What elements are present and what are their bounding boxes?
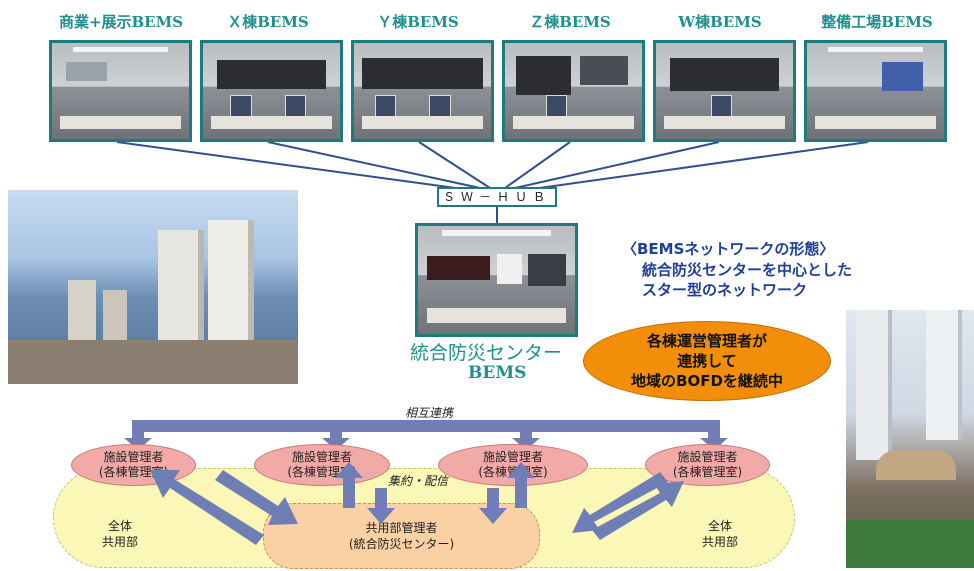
bems-label-x: Ｘ棟BEMS	[227, 13, 309, 31]
center-label-bems: BEMS	[468, 363, 527, 383]
common-area-left-line2: 共用部	[101, 535, 138, 549]
bems-label-z: Ｚ棟BEMS	[529, 13, 611, 31]
bems-label-y: Ｙ棟BEMS	[377, 13, 459, 31]
common-area-right: 全体 共用部	[690, 518, 750, 550]
facility-manager-3-title: 施設管理者	[482, 450, 543, 464]
network-line1: 統合防災センターを中心とした	[642, 261, 853, 279]
facility-manager-4: 施設管理者 (各棟管理室)	[645, 444, 770, 486]
facility-manager-3: 施設管理者 (各棟管理室)	[438, 444, 588, 486]
bems-label-w: W棟BEMS	[678, 13, 762, 31]
photo-y-bems	[351, 40, 494, 142]
mutual-cooperation-label: 相互連携	[405, 406, 454, 420]
photo-integrated-center	[415, 223, 578, 337]
common-area-left: 全体 共用部	[90, 518, 150, 550]
common-area-left-line1: 全体	[107, 519, 132, 533]
photo-workshop-bems	[804, 40, 947, 142]
center-label-name: 統合防災センター	[410, 342, 563, 364]
bems-label-commercial: 商業+展示BEMS	[58, 13, 184, 31]
network-line2: スター型のネットワーク	[642, 281, 808, 299]
operators-collaboration-bubble: 各棟運営管理者が 連携して 地域のBOFDを継続中	[583, 321, 831, 401]
facility-manager-2-title: 施設管理者	[291, 450, 352, 464]
photo-w-bems	[653, 40, 796, 142]
operators-line1: 各棟運営管理者が	[646, 332, 767, 350]
common-manager-title: 共用部管理者	[365, 521, 438, 535]
facility-manager-1: 施設管理者 (各棟管理室)	[71, 444, 196, 486]
bems-label-workshop: 整備工場BEMS	[821, 13, 933, 31]
facility-manager-4-title: 施設管理者	[677, 450, 738, 464]
common-area-right-line1: 全体	[707, 519, 732, 533]
facility-manager-4-room: (各棟管理室)	[672, 465, 743, 479]
common-area-right-line2: 共用部	[701, 535, 738, 549]
photo-x-bems	[200, 40, 343, 142]
facility-manager-1-title: 施設管理者	[103, 450, 164, 464]
operators-line3: 地域のBOFDを継続中	[631, 372, 783, 390]
common-manager-center: (統合防災センター)	[348, 537, 455, 551]
photo-commercial-bems	[49, 40, 192, 142]
operators-line2: 連携して	[677, 352, 737, 370]
aggregate-distribute-label: 集約・配信	[388, 474, 449, 488]
photo-aerial-city	[8, 190, 298, 384]
network-heading: 〈BEMSネットワークの形態〉	[622, 240, 835, 258]
photo-z-bems	[502, 40, 645, 142]
photo-plaza	[846, 310, 974, 568]
sw-hub-box: ＳＷ－ＨＵＢ	[437, 187, 557, 207]
facility-manager-1-room: (各棟管理室)	[98, 465, 169, 479]
